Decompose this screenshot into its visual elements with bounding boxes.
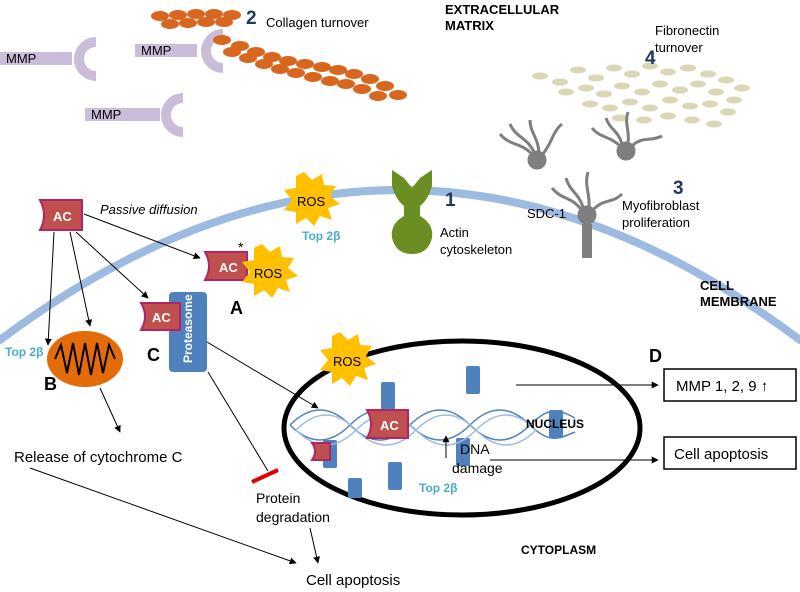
membrane-label: MEMBRANE	[700, 294, 777, 309]
arrows	[29, 213, 659, 565]
actin-receptor	[391, 170, 433, 254]
damage-label: damage	[452, 460, 503, 476]
ac-badge: AC	[365, 409, 409, 439]
cytoskeleton-label: cytoskeleton	[440, 242, 512, 257]
sdc1-receptor	[498, 119, 564, 170]
mmp-label: MMP	[91, 107, 121, 122]
mitochondrion	[47, 331, 123, 387]
marker-B: B	[44, 374, 57, 394]
nucleus-label: NUCLEUS	[526, 417, 584, 431]
matrix-label: MATRIX	[445, 18, 494, 33]
protein-label: Protein	[256, 490, 300, 506]
ac-label: AC	[53, 209, 72, 224]
marker-3: 3	[673, 178, 684, 199]
dna-helix	[289, 409, 576, 446]
proteasome-label: Proteasome	[181, 294, 195, 363]
cell-label: CELL	[700, 278, 734, 293]
fibronectin-label: Fibronectin	[655, 23, 719, 38]
mmp-molecule: MMP	[85, 93, 183, 137]
mmp-label: MMP	[6, 51, 36, 66]
ros-star: ROS	[284, 172, 340, 226]
sdc1-receptor-membrane	[550, 171, 624, 258]
ros-star: ROS	[320, 332, 376, 386]
ac-badge: AC	[38, 199, 83, 231]
ros-label: ROS	[297, 194, 326, 209]
asterisk-mark: *	[238, 239, 244, 255]
ros-label: ROS	[333, 354, 362, 369]
mmp-molecule: MMP	[0, 37, 96, 81]
cytoplasm-label: CYTOPLASM	[521, 543, 596, 557]
ros-label: ROS	[254, 266, 283, 281]
mmp-output-label: MMP 1, 2, 9 ↑	[676, 378, 768, 395]
myofibroblast-label: Myofibroblast	[622, 198, 700, 213]
top2b-label: Top 2β	[302, 229, 340, 243]
sdc1-label: SDC-1	[527, 206, 566, 221]
nucleus	[281, 338, 643, 518]
top2b-label: Top 2β	[5, 345, 43, 359]
marker-4: 4	[645, 48, 656, 69]
inhibition-bar	[251, 468, 279, 484]
degradation-label: degradation	[256, 509, 330, 525]
ac-label: AC	[219, 260, 238, 275]
marker-D: D	[649, 346, 662, 366]
ac-label: AC	[380, 418, 399, 433]
fibronectin-cluster	[532, 62, 750, 128]
apoptosis-output-label: Cell apoptosis	[674, 446, 768, 463]
collagen-turnover-label: Collagen turnover	[266, 15, 369, 30]
fibronectin-turnover-label: turnover	[655, 40, 703, 55]
mmp-output-box: MMP 1, 2, 9 ↑	[663, 368, 797, 402]
cytochrome-label: Release of cytochrome C	[14, 449, 183, 466]
ac-badge: AC	[139, 302, 181, 331]
extracellular-label: EXTRACELLULAR	[445, 2, 560, 17]
marker-A: A	[230, 298, 243, 318]
cell-apoptosis-label: Cell apoptosis	[306, 572, 400, 589]
collagen-fiber	[151, 9, 241, 29]
mmp-label: MMP	[141, 43, 171, 58]
actin-label: Actin	[440, 225, 469, 240]
proliferation-label: proliferation	[622, 215, 690, 230]
mmp-molecule: MMP	[135, 29, 223, 73]
dna-label: DNA	[460, 441, 490, 457]
apoptosis-output-box: Cell apoptosis	[663, 436, 797, 470]
ac-badge-small	[310, 442, 331, 461]
marker-1: 1	[445, 190, 456, 211]
ac-label: AC	[152, 310, 171, 325]
ac-badge: AC	[203, 251, 248, 281]
nuclear-protein	[323, 366, 563, 498]
marker-2: 2	[246, 8, 257, 29]
collagen-fiber	[213, 35, 407, 101]
sdc1-receptor	[590, 111, 663, 161]
top2b-label: Top 2β	[419, 481, 457, 495]
passive-diffusion-label: Passive diffusion	[100, 202, 198, 217]
marker-C: C	[147, 345, 160, 365]
ros-star: ROS	[242, 244, 298, 298]
